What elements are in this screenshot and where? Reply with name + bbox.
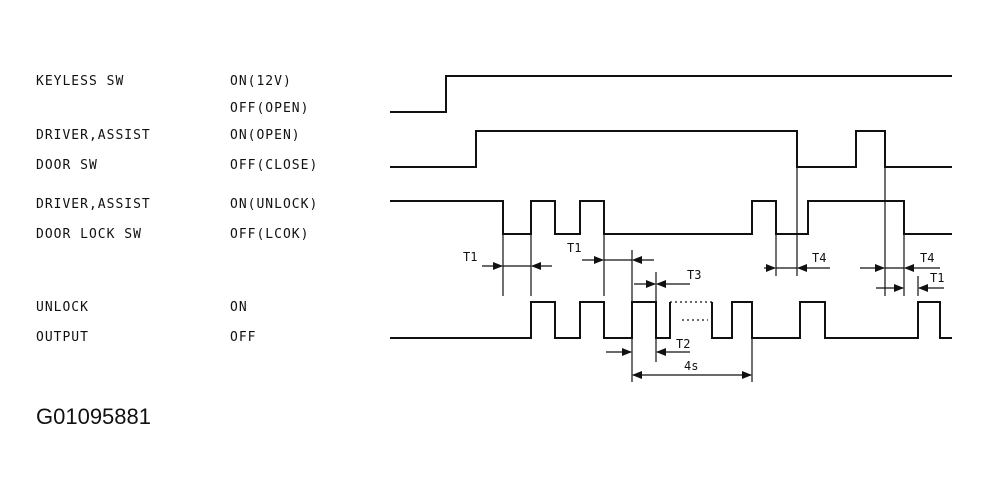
door-lock-sw-label-line1: DRIVER,ASSIST	[36, 197, 151, 212]
keyless-sw-label: KEYLESS SW	[36, 74, 124, 89]
door-lock-sw-waveform	[390, 200, 952, 235]
door-sw-waveform	[390, 130, 952, 168]
t4-b-label: T4	[920, 251, 934, 265]
t3-label: T3	[687, 268, 701, 282]
door-lock-sw-state-low: OFF(LCOK)	[230, 227, 309, 242]
door-sw-state-low: OFF(CLOSE)	[230, 158, 318, 173]
t1-c-label: T1	[930, 271, 944, 285]
door-sw-label-line2: DOOR SW	[36, 158, 98, 173]
unlock-output-waveform-b	[711, 301, 952, 339]
keyless-sw-state-low: OFF(OPEN)	[230, 101, 309, 116]
keyless-sw-state-high: ON(12V)	[230, 74, 292, 89]
unlock-output-label-line2: OUTPUT	[36, 330, 89, 345]
unlock-output-dotted-gap	[670, 301, 712, 321]
unlock-output-state-low: OFF	[230, 330, 256, 345]
t1-b-label: T1	[567, 241, 581, 255]
t4-a-label: T4	[812, 251, 826, 265]
unlock-output-state-high: ON	[230, 300, 248, 315]
t2-label: T2	[676, 337, 690, 351]
t1-a-label: T1	[463, 250, 477, 264]
door-lock-sw-label-line2: DOOR LOCK SW	[36, 227, 142, 242]
keyless-sw-waveform	[390, 75, 952, 113]
door-lock-sw-state-high: ON(UNLOCK)	[230, 197, 318, 212]
figure-id: G01095881	[36, 404, 151, 429]
door-sw-state-high: ON(OPEN)	[230, 128, 301, 143]
door-sw-label-line1: DRIVER,ASSIST	[36, 128, 151, 143]
total-span-label: 4s	[684, 359, 698, 373]
unlock-output-label-line1: UNLOCK	[36, 300, 89, 315]
unlock-output-waveform-a	[390, 301, 671, 339]
